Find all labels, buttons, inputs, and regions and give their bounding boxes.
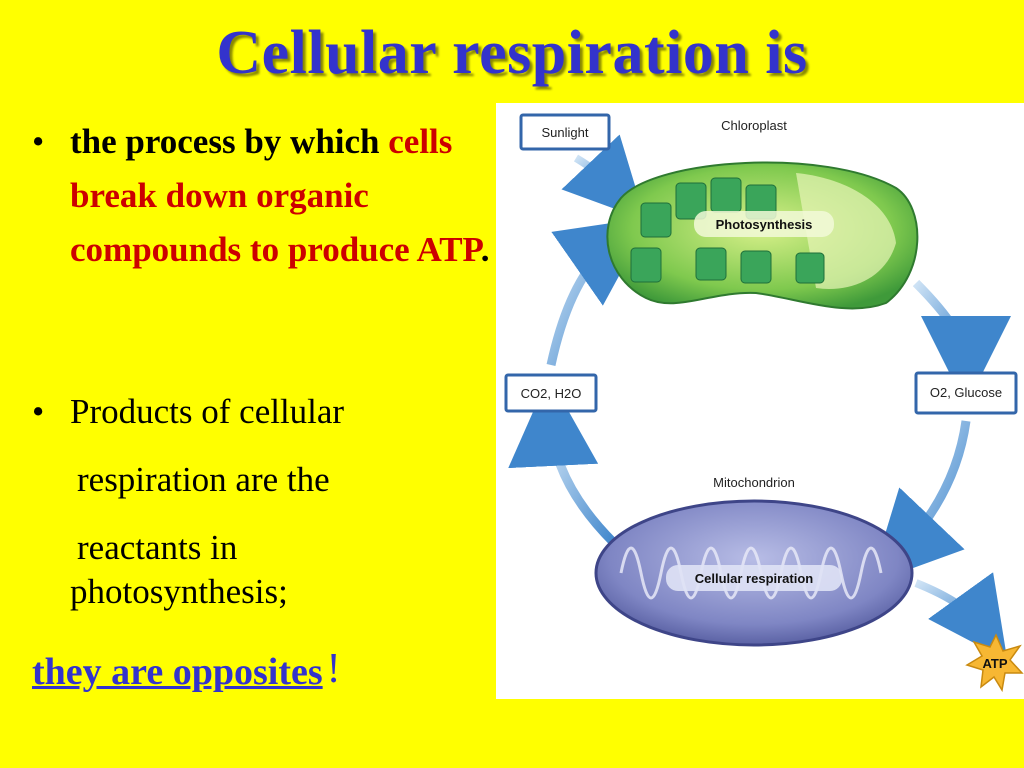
atp-label: ATP	[982, 656, 1007, 671]
bullet-dot: •	[32, 122, 45, 161]
cellular-respiration-label: Cellular respiration	[695, 571, 814, 586]
diagram-panel: Photosynthesis Chloroplast Sunlight CO2,…	[496, 103, 1024, 699]
chloroplast-shape	[606, 161, 919, 310]
bullet-products: • Products of cellular respiration are t…	[32, 385, 472, 619]
conclusion-exclaim: !	[326, 646, 341, 692]
definition-text: the process by which cells break down or…	[70, 115, 502, 277]
conclusion: they are opposites!	[32, 645, 341, 694]
products-line-3: reactants in	[77, 528, 238, 567]
co2-h2o-label: CO2, H2O	[521, 386, 582, 401]
bullet-definition: • the process by which cells break down …	[32, 115, 502, 277]
arrow-o2-to-mitochondrion	[870, 420, 971, 584]
products-line-2: respiration are the	[77, 460, 330, 499]
o2-glucose-box	[914, 371, 1018, 415]
conclusion-text: they are opposites	[32, 651, 323, 693]
sunlight-label: Sunlight	[542, 125, 589, 140]
chloroplast-label: Chloroplast	[721, 118, 787, 133]
arrow-to-atp	[914, 572, 1008, 661]
arrow-mitochondrion-to-co2	[508, 376, 618, 547]
arrow-co2-to-chloroplast	[546, 217, 651, 366]
definition-period: .	[480, 230, 490, 269]
products-line-4: photosynthesis;	[70, 572, 288, 611]
cycle-diagram: Photosynthesis Chloroplast Sunlight CO2,…	[504, 113, 1024, 693]
bullet-dot: •	[32, 392, 45, 431]
co2-h2o-box	[504, 373, 598, 413]
photosynthesis-label: Photosynthesis	[716, 217, 813, 232]
slide-title: Cellular respiration is	[216, 19, 808, 87]
arrow-sunlight	[561, 134, 646, 221]
definition-red-text: cells break down organic compounds to pr…	[70, 122, 481, 269]
definition-black-text: the process by which	[70, 122, 380, 161]
mitochondrion-shape	[594, 499, 914, 647]
products-line-1: Products of cellular	[70, 392, 345, 431]
atp-star-icon	[965, 633, 1024, 693]
sunlight-box	[519, 113, 611, 151]
o2-glucose-label: O2, Glucose	[930, 385, 1002, 400]
arrow-chloroplast-to-o2	[912, 279, 1011, 406]
mitochondrion-label: Mitochondrion	[713, 475, 795, 490]
